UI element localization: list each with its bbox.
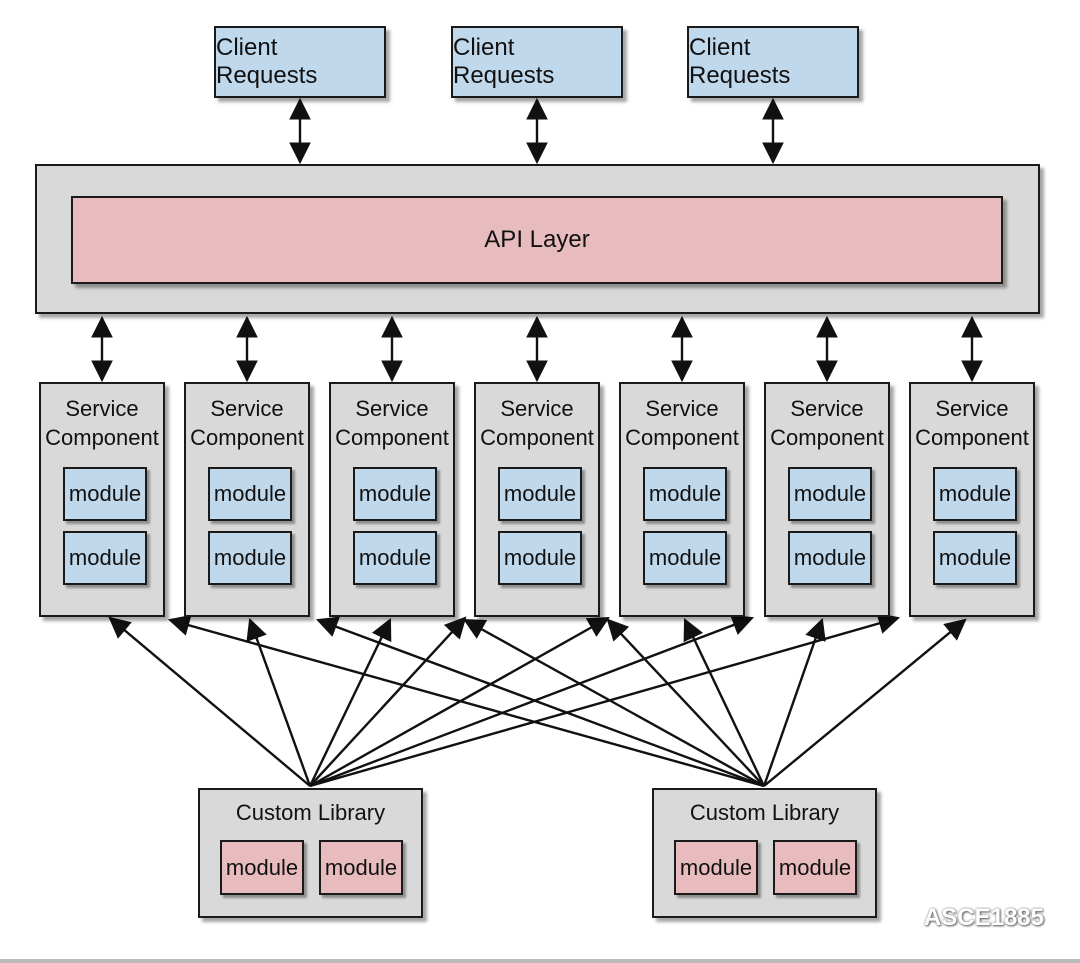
service-component-title: Service Component bbox=[335, 396, 449, 450]
service-component-title: Service Component bbox=[45, 396, 159, 450]
library-service-arrow bbox=[309, 614, 755, 788]
service-component-title: Service Component bbox=[770, 396, 884, 450]
client-requests-box: Client Requests bbox=[214, 26, 386, 98]
service-component-box: Service Component module module bbox=[184, 382, 310, 617]
library-service-arrow bbox=[763, 618, 967, 787]
module-box: module bbox=[788, 531, 872, 585]
module-box: module bbox=[674, 840, 758, 895]
service-component-box: Service Component module module bbox=[329, 382, 455, 617]
module-box: module bbox=[208, 467, 292, 521]
client-requests-label: Client Requests bbox=[216, 34, 318, 89]
api-layer-label: API Layer bbox=[484, 226, 590, 253]
service-component-title: Service Component bbox=[190, 396, 304, 450]
service-component-box: Service Component module module bbox=[619, 382, 745, 617]
custom-library-title: Custom Library bbox=[235, 800, 386, 825]
module-box: module bbox=[63, 531, 147, 585]
module-box: module bbox=[933, 531, 1017, 585]
client-requests-box: Client Requests bbox=[687, 26, 859, 98]
watermark-text: ASCE1885 bbox=[923, 903, 1044, 931]
client-requests-box: Client Requests bbox=[451, 26, 623, 98]
api-layer-container: API Layer bbox=[35, 164, 1040, 314]
module-box: module bbox=[220, 840, 304, 895]
module-box: module bbox=[208, 531, 292, 585]
module-box: module bbox=[319, 840, 403, 895]
wechat-icon bbox=[887, 902, 918, 933]
custom-library-box: Custom Library module module bbox=[198, 788, 423, 918]
library-service-arrow bbox=[309, 612, 901, 788]
service-component-title: Service Component bbox=[625, 396, 739, 450]
module-box: module bbox=[498, 467, 582, 521]
client-requests-label: Client Requests bbox=[453, 34, 555, 89]
service-component-box: Service Component module module bbox=[764, 382, 890, 617]
custom-library-box: Custom Library module module bbox=[652, 788, 877, 918]
module-box: module bbox=[788, 467, 872, 521]
library-service-arrow bbox=[108, 616, 311, 787]
module-box: module bbox=[353, 467, 437, 521]
library-service-arrow bbox=[167, 614, 765, 788]
library-service-arrow bbox=[463, 618, 765, 788]
module-box: module bbox=[498, 531, 582, 585]
library-service-arrow bbox=[309, 616, 467, 787]
library-service-arrow bbox=[606, 618, 765, 787]
library-service-arrow bbox=[683, 618, 766, 787]
library-service-arrow bbox=[246, 617, 312, 787]
library-service-arrow bbox=[762, 617, 826, 787]
service-component-title: Service Component bbox=[480, 396, 594, 450]
service-component-box: Service Component module module bbox=[39, 382, 165, 617]
service-component-box: Service Component module module bbox=[474, 382, 600, 617]
watermark: ASCE1885 bbox=[887, 902, 1044, 933]
library-service-arrow bbox=[308, 618, 392, 787]
library-service-arrow bbox=[315, 616, 765, 788]
bottom-divider bbox=[0, 959, 1080, 963]
client-requests-label: Client Requests bbox=[689, 34, 791, 89]
module-box: module bbox=[643, 531, 727, 585]
service-component-box: Service Component module module bbox=[909, 382, 1035, 617]
api-layer-box: API Layer bbox=[71, 196, 1003, 284]
custom-library-title: Custom Library bbox=[689, 800, 840, 825]
module-box: module bbox=[353, 531, 437, 585]
module-box: module bbox=[63, 467, 147, 521]
service-component-title: Service Component bbox=[915, 396, 1029, 450]
module-box: module bbox=[773, 840, 857, 895]
module-box: module bbox=[643, 467, 727, 521]
module-box: module bbox=[933, 467, 1017, 521]
